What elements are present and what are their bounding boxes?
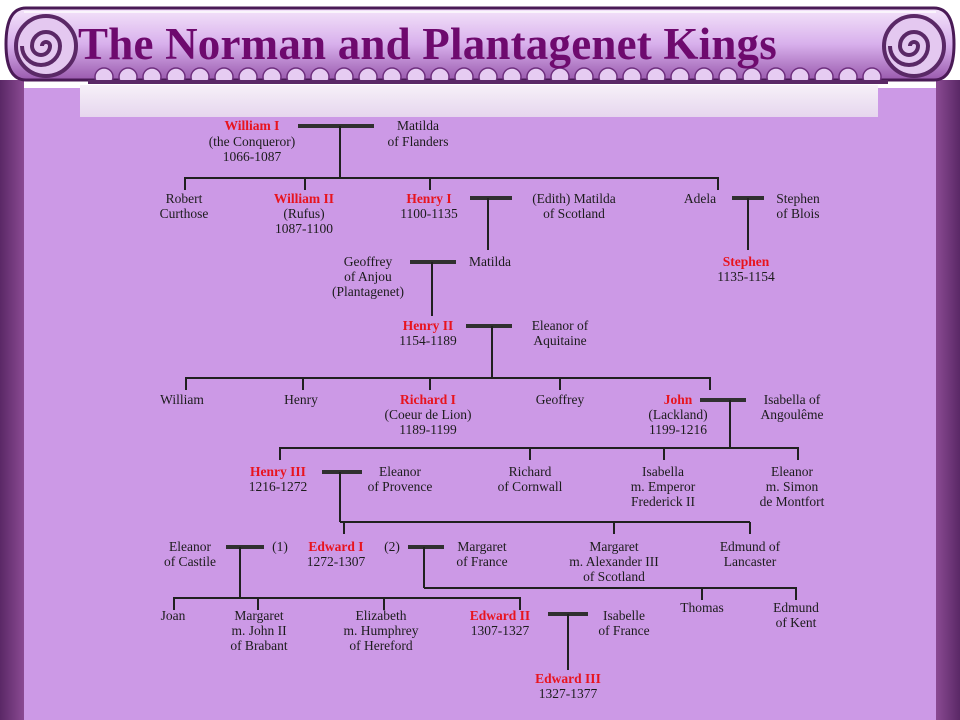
margaret-of-france-l1: Margaret <box>457 539 506 554</box>
adela-l1: Adela <box>684 191 716 206</box>
king-henry-iii-reign: 1216-1272 <box>249 479 308 494</box>
king-edward-iii-name: Edward III <box>535 671 601 686</box>
king-william-ii-epithet: (Rufus) <box>283 206 324 221</box>
king-william-i-epithet: (the Conqueror) <box>209 134 296 149</box>
richard-of-cornwall-l2: of Cornwall <box>498 479 563 494</box>
richard-of-cornwall-l1: Richard <box>509 464 552 479</box>
matilda-l1: Matilda <box>469 254 511 269</box>
edmund-of-kent-l1: Edmund <box>773 600 819 615</box>
king-john-reign: 1199-1216 <box>649 422 707 437</box>
eleanor-of-provence-l1: Eleanor <box>379 464 421 479</box>
matilda-of-flanders-l1: Matilda <box>397 118 439 133</box>
king-henry-i-name: Henry I <box>406 191 451 206</box>
right-pillar <box>936 80 960 720</box>
eleanor-of-castile-l1: Eleanor <box>169 539 211 554</box>
margaret-of-scotland-l2: m. Alexander III <box>569 554 659 569</box>
isabella-l3: Frederick II <box>631 494 696 509</box>
king-william-i-name: William I <box>225 118 280 133</box>
slide-title: The Norman and Plantagenet Kings <box>78 19 777 69</box>
eleanor-montfort-l2: m. Simon <box>766 479 819 494</box>
king-william-ii-reign: 1087-1100 <box>275 221 333 236</box>
king-edward-ii-name: Edward II <box>470 608 530 623</box>
left-pillar <box>0 80 24 720</box>
king-william-ii-name: William II <box>274 191 334 206</box>
king-richard-i-reign: 1189-1199 <box>399 422 457 437</box>
edmund-of-lancaster-l2: Lancaster <box>724 554 777 569</box>
king-stephen-name: Stephen <box>723 254 770 269</box>
king-henry-ii-name: Henry II <box>403 318 454 333</box>
geoffrey-l1: Geoffrey <box>536 392 585 407</box>
matilda-of-scotland-l1: (Edith) Matilda <box>532 191 616 206</box>
king-stephen-reign: 1135-1154 <box>717 269 775 284</box>
king-edward-iii-reign: 1327-1377 <box>539 686 598 701</box>
eleanor-of-provence-l2: of Provence <box>368 479 433 494</box>
isabella-l1: Isabella <box>642 464 684 479</box>
thomas-l1: Thomas <box>680 600 724 615</box>
king-edward-ii-reign: 1307-1327 <box>471 623 530 638</box>
geoffrey-of-anjou-l3: (Plantagenet) <box>332 284 404 299</box>
isabella-of-angouleme-l1: Isabella of <box>764 392 821 407</box>
eleanor-montfort-l1: Eleanor <box>771 464 813 479</box>
left-scroll-icon <box>14 14 78 78</box>
isabelle-of-france-l1: Isabelle <box>603 608 645 623</box>
eleanor-of-aquitaine-l2: Aquitaine <box>533 333 586 348</box>
matilda-of-scotland-l2: of Scotland <box>543 206 605 221</box>
king-edward-i-name: Edward I <box>308 539 363 554</box>
geoffrey-of-anjou-l2: of Anjou <box>344 269 392 284</box>
margaret-of-brabant-l3: of Brabant <box>230 638 288 653</box>
king-henry-i-reign: 1100-1135 <box>400 206 458 221</box>
margaret-of-france-l2: of France <box>456 554 507 569</box>
king-henry-ii-reign: 1154-1189 <box>399 333 457 348</box>
title-banner <box>4 6 956 84</box>
elizabeth-l2: m. Humphrey <box>344 623 419 638</box>
diagram-backdrop <box>80 117 880 303</box>
robert-curthose-l2: Curthose <box>160 206 209 221</box>
stephen-of-blois-l2: of Blois <box>776 206 819 221</box>
king-edward-i-reign: 1272-1307 <box>307 554 366 569</box>
elizabeth-l3: of Hereford <box>349 638 413 653</box>
eleanor-montfort-l3: de Montfort <box>760 494 825 509</box>
eleanor-of-aquitaine-l1: Eleanor of <box>532 318 589 333</box>
king-william-i-reign: 1066-1087 <box>223 149 282 164</box>
margaret-of-brabant-l2: m. John II <box>231 623 287 638</box>
edmund-of-lancaster-l1: Edmund of <box>720 539 781 554</box>
william-l1: William <box>160 392 204 407</box>
matilda-of-flanders-l2: of Flanders <box>387 134 448 149</box>
elizabeth-l1: Elizabeth <box>356 608 407 623</box>
king-john-name: John <box>664 392 693 407</box>
king-richard-i-epithet: (Coeur de Lion) <box>385 407 472 422</box>
tree-labels: William I (the Conqueror) 1066-1087 Mati… <box>160 118 825 701</box>
robert-curthose-l1: Robert <box>166 191 203 206</box>
marriage-1-label: (1) <box>272 539 288 554</box>
geoffrey-of-anjou-l1: Geoffrey <box>344 254 393 269</box>
henry-l1: Henry <box>284 392 318 407</box>
diagram-top-strip <box>80 85 878 117</box>
marriage-2-label: (2) <box>384 539 400 554</box>
king-richard-i-name: Richard I <box>400 392 456 407</box>
joan-l1: Joan <box>161 608 186 623</box>
connector-lines <box>173 124 799 670</box>
king-john-epithet: (Lackland) <box>648 407 707 422</box>
edmund-of-kent-l2: of Kent <box>776 615 817 630</box>
margaret-of-scotland-l1: Margaret <box>589 539 638 554</box>
margaret-of-scotland-l3: of Scotland <box>583 569 645 584</box>
right-scroll-icon <box>882 14 946 78</box>
isabella-l2: m. Emperor <box>631 479 696 494</box>
isabella-of-angouleme-l2: Angoulême <box>761 407 824 422</box>
margaret-of-brabant-l1: Margaret <box>234 608 283 623</box>
eleanor-of-castile-l2: of Castile <box>164 554 216 569</box>
king-henry-iii-name: Henry III <box>250 464 306 479</box>
stephen-of-blois-l1: Stephen <box>776 191 820 206</box>
isabelle-of-france-l2: of France <box>598 623 649 638</box>
